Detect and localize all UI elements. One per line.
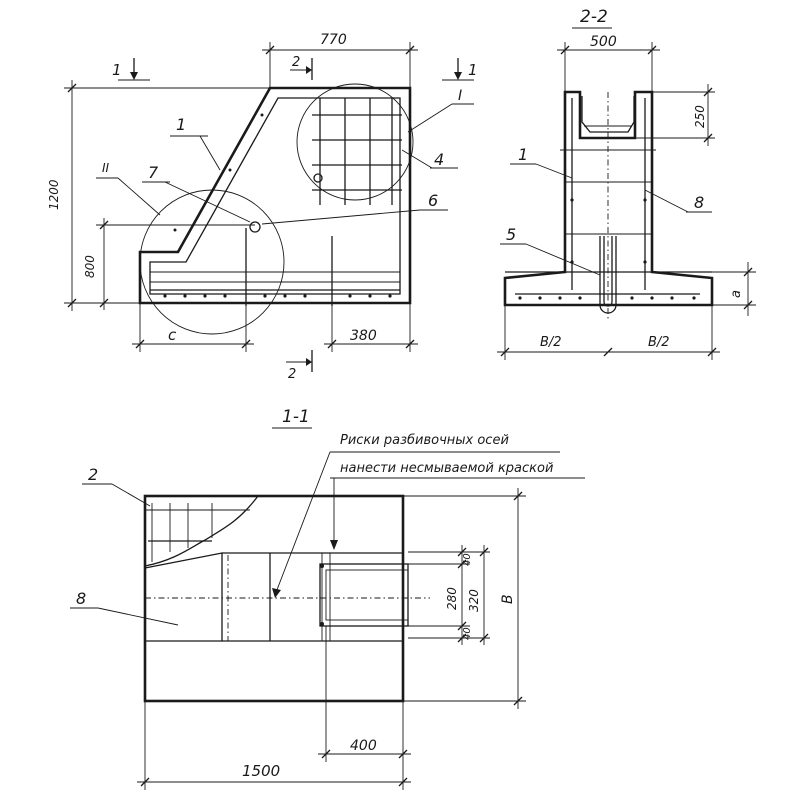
section-1-1-view: 1-1 Риски разбивочных осей нанести несмы… xyxy=(70,407,585,790)
section-2-2-outline xyxy=(503,90,714,307)
callout-5: 5 xyxy=(506,225,516,244)
callout-6: 6 xyxy=(428,191,438,210)
dim-770: 770 xyxy=(320,32,347,48)
dim-380: 380 xyxy=(350,328,377,344)
section-mark-2-top: 2 xyxy=(292,55,300,70)
section-mark-1-left: 1 xyxy=(112,61,122,79)
dim-40-top: 40 xyxy=(462,553,473,566)
dim-400: 400 xyxy=(350,738,377,754)
dim-1200: 1200 xyxy=(47,179,61,210)
node-II: II xyxy=(102,161,110,175)
dim-b: B xyxy=(500,594,516,604)
dim-40-bottom: 40 xyxy=(462,627,473,640)
section-mark-2-bottom: 2 xyxy=(288,367,296,382)
callout-4: 4 xyxy=(434,150,444,169)
section-2-2-view: 2-2 500 xyxy=(497,7,756,360)
rebar-grid xyxy=(312,98,402,205)
rebar-cage-outline xyxy=(149,97,401,295)
side-elevation-dimensions: 770 1200 800 c 380 1 1 2 xyxy=(47,32,478,382)
section-1-1-title: 1-1 xyxy=(282,407,310,427)
marking-note-line-2: нанести несмываемой краской xyxy=(340,461,553,476)
section-2-2-title: 2-2 xyxy=(580,7,608,27)
callout-7: 7 xyxy=(148,163,159,182)
lifting-loop xyxy=(599,236,617,314)
dim-320: 320 xyxy=(467,589,481,612)
dim-500: 500 xyxy=(590,34,617,50)
section-mark-1-right: 1 xyxy=(468,61,478,79)
callout-1-section: 1 xyxy=(518,145,528,164)
dim-1500: 1500 xyxy=(242,762,280,780)
dim-280: 280 xyxy=(445,587,459,610)
dim-250: 250 xyxy=(693,105,707,128)
detail-circle-II xyxy=(139,189,285,335)
dim-c: c xyxy=(168,326,177,344)
plan-outline xyxy=(143,494,405,703)
detail-circle-I xyxy=(296,83,414,201)
node-I: I xyxy=(458,88,462,104)
marking-note-line-1: Риски разбивочных осей xyxy=(340,433,509,448)
dim-800: 800 xyxy=(83,255,97,278)
dim-b-half-right: B/2 xyxy=(648,335,670,350)
dim-b-half-left: B/2 xyxy=(540,335,562,350)
callout-8-plan: 8 xyxy=(76,589,86,608)
callout-2-plan: 2 xyxy=(88,465,98,484)
bottom-bar-dots xyxy=(163,294,392,298)
callout-8-section: 8 xyxy=(694,193,704,212)
callout-1-elevation: 1 xyxy=(176,115,186,134)
anchor-slot xyxy=(319,563,409,627)
dim-a: a xyxy=(729,290,744,298)
